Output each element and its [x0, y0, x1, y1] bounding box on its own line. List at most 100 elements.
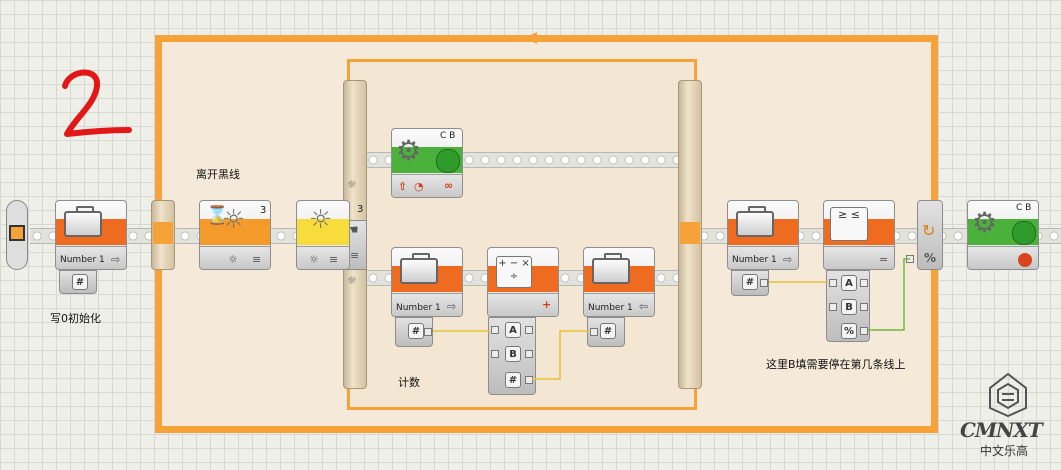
briefcase-icon-2 [400, 253, 438, 284]
watermark-logo-icon [989, 372, 1027, 418]
sensor-band [297, 219, 349, 245]
math-foot [488, 293, 558, 316]
math-a-plug: A [505, 322, 521, 338]
variable-block-write[interactable]: Number 1 ⇦ [583, 247, 655, 317]
direction-up-icon: ⇧ [398, 180, 408, 193]
plus-icon: + [542, 298, 552, 311]
switch-port-label: 3 [357, 204, 364, 215]
math-result-plug: # [505, 372, 521, 388]
gear-icon: ⚙ [396, 134, 422, 167]
leave-black-line-label: 离开黑线 [196, 168, 240, 181]
math-in-a-port[interactable] [491, 326, 499, 334]
variable-foot-3 [584, 293, 654, 316]
motor-block-stop[interactable]: C B ⚙ [967, 200, 1039, 270]
variable-read2-data-hub[interactable]: # [731, 270, 769, 296]
variable-name: Number 1 [60, 255, 105, 265]
compare-a-plug: A [841, 275, 857, 291]
equals-icon: = [879, 253, 889, 266]
watermark-sub: 中文乐高 [980, 444, 1029, 458]
input-port[interactable] [590, 328, 598, 336]
switch-hand-icon: ☚ [347, 223, 359, 238]
number-plug-icon: # [72, 274, 88, 290]
start-point[interactable] [6, 200, 28, 270]
sensor-small-icon: ☼ [228, 253, 238, 266]
switch-right-marker [680, 222, 700, 244]
motor-circle-icon [436, 149, 460, 173]
number-plug-icon-4: # [742, 274, 758, 290]
variable-foot-4 [728, 246, 798, 269]
variable-name-4: Number 1 [732, 255, 777, 265]
variable-block-init[interactable]: Number 1 ⇨ [55, 200, 127, 270]
switch-sun-icon-top: ☼ [347, 178, 357, 191]
light-sensor-icon: ☼ [222, 205, 246, 235]
power-gauge-icon: ◔ [414, 180, 424, 193]
handwritten-annotation [62, 69, 132, 137]
compare-block[interactable]: ≥ ≤ = [823, 200, 895, 270]
compare-in-a-port[interactable] [829, 279, 837, 287]
read-arrow-icon-2: ⇨ [783, 253, 793, 266]
number-plug-icon-2: # [408, 323, 424, 339]
b-hint-label: 这里B填需要停在第几条线上 [766, 358, 906, 371]
variable-block-read-2[interactable]: Number 1 ⇨ [727, 200, 799, 270]
compare-out-a-port[interactable] [860, 279, 868, 287]
wire-math-to-write [532, 330, 589, 380]
wait-band [200, 219, 270, 245]
math-result-port[interactable] [525, 376, 533, 384]
variable-foot [56, 246, 126, 269]
loop-direction-arrow-icon [525, 32, 537, 44]
briefcase-icon-4 [736, 206, 774, 237]
loop-refresh-icon: ↻ [922, 221, 936, 240]
compare-in-b-port[interactable] [829, 303, 837, 311]
write-arrow-icon: ⇨ [111, 253, 121, 266]
loop-condition-hub[interactable]: ↻ % [917, 200, 943, 270]
watermark: CMNXT 中文乐高 [958, 372, 1058, 468]
math-in-b-port[interactable] [491, 350, 499, 358]
sensor-small-icon-2: ☼ [309, 253, 319, 266]
hourglass-icon: ⌛ [206, 205, 229, 226]
variable-init-data-hub[interactable]: # [59, 270, 97, 294]
read-arrow-icon: ⇨ [447, 300, 457, 313]
wait-foot [200, 246, 270, 269]
compare-out-b-port[interactable] [860, 303, 868, 311]
compare-foot [824, 246, 894, 269]
math-out-a-port[interactable] [525, 326, 533, 334]
variable-block-read[interactable]: Number 1 ⇨ [391, 247, 463, 317]
variable-name-2: Number 1 [396, 303, 441, 313]
list-icon: ≡ [252, 253, 262, 266]
briefcase-icon [64, 206, 102, 237]
light-sensor-block[interactable]: ☼ ☼ ≡ [296, 200, 350, 270]
switch-list-icon: ≡ [350, 249, 360, 262]
math-icon: + − × ÷ [496, 256, 532, 288]
variable-name-3: Number 1 [588, 303, 633, 313]
gear-icon-2: ⚙ [972, 206, 998, 239]
motor-ports-label: C B [440, 131, 456, 141]
motor-circle-icon-2 [1012, 221, 1036, 245]
wire-compare-to-loop [868, 258, 910, 331]
compare-icon: ≥ ≤ [830, 207, 868, 241]
logic-icon: % [924, 251, 937, 265]
motor-block-top[interactable]: C B ⚙ ⇧ ◔ ∞ [391, 128, 463, 198]
list-icon-2: ≡ [329, 253, 339, 266]
output-port-2[interactable] [760, 279, 768, 287]
duration-infinity-icon: ∞ [444, 179, 454, 192]
number-plug-icon-3: # [600, 323, 616, 339]
start-icon [9, 225, 25, 241]
variable-foot-2 [392, 293, 462, 316]
write-arrow-icon-2: ⇦ [639, 300, 649, 313]
switch-sun-icon-bottom: ☼ [347, 274, 357, 287]
math-data-hub[interactable]: A B # [488, 317, 536, 395]
light-sensor-sun-icon: ☼ [309, 205, 333, 235]
watermark-brand: CMNXT [960, 418, 1043, 442]
compare-data-hub[interactable]: A B % [826, 270, 870, 342]
math-block[interactable]: + − × ÷ + [487, 247, 559, 317]
light-port-label: 3 [260, 205, 267, 216]
math-b-plug: B [505, 346, 521, 362]
variable-read-data-hub[interactable]: # [395, 317, 433, 347]
wait-light-block[interactable]: ⌛ ☼ 3 ☼ ≡ [199, 200, 271, 270]
variable-write-data-hub[interactable]: # [587, 317, 625, 347]
output-port[interactable] [424, 328, 432, 336]
init-zero-label: 写0初始化 [50, 312, 101, 325]
compare-result-port[interactable] [860, 327, 868, 335]
math-out-b-port[interactable] [525, 350, 533, 358]
